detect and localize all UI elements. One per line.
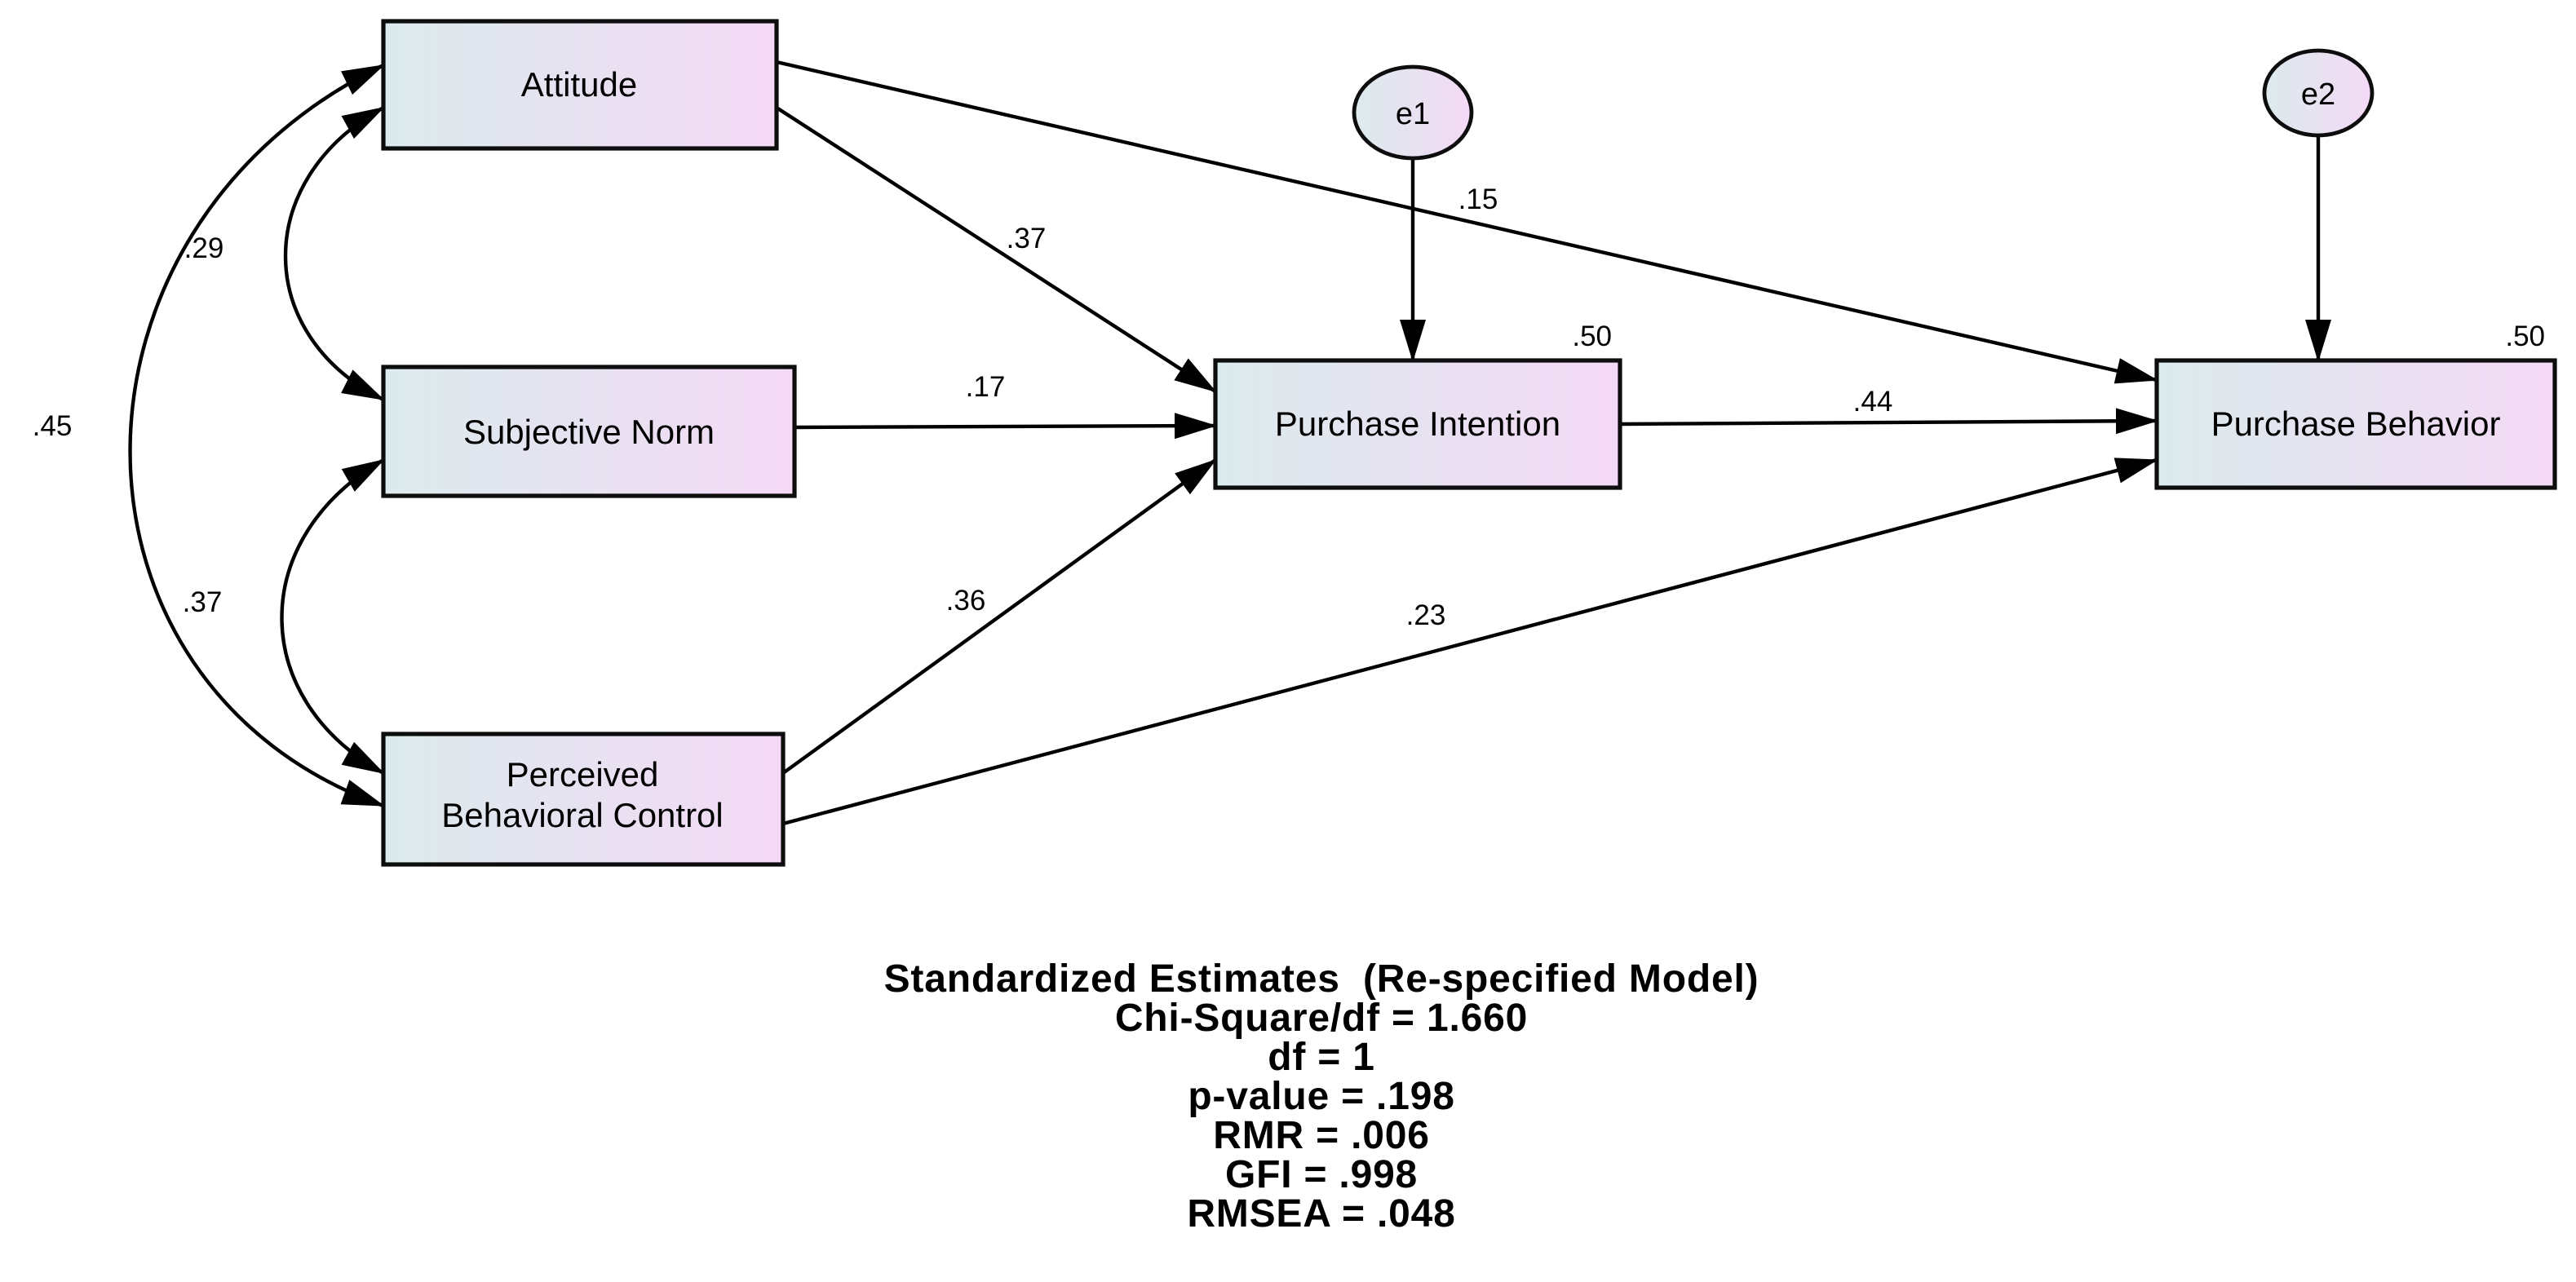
path-subjective-norm-to-purchase-intention (794, 413, 1217, 440)
subjective-norm-label: Subjective Norm (463, 413, 715, 451)
subjective-norm-node: Subjective Norm (381, 365, 797, 498)
stats-rmr: RMR = .006 (1213, 1114, 1429, 1157)
path-attitude-to-purchase-behavior (776, 60, 2158, 384)
cov-attitude-subjective-norm: .29 (184, 232, 224, 264)
purchase-behavior-label: Purchase Behavior (2211, 404, 2501, 443)
coef-attitude-purchase-intention: .37 (1007, 223, 1047, 254)
coef-purchase-intention-purchase-behavior: .44 (1853, 386, 1893, 418)
cov-attitude-pbc: .45 (33, 410, 73, 442)
e1-label: e1 (1396, 97, 1430, 131)
perceived-behavioral-control-label-line2: Behavioral Control (441, 796, 724, 834)
e2-label: e2 (2301, 77, 2335, 112)
e1-ellipse (1352, 64, 1474, 161)
purchase-behavior-r-squared: .50 (2505, 320, 2545, 352)
purchase-intention-node: Purchase Intention .50 (1213, 320, 1622, 490)
error-term-e2: e2 (2262, 48, 2375, 138)
purchase-behavior-node: Purchase Behavior .50 (2154, 320, 2557, 490)
purchase-behavior-box (2154, 358, 2557, 490)
stats-gfi: GFI = .998 (1225, 1153, 1418, 1196)
purchase-intention-box (1213, 358, 1622, 490)
e2-ellipse (2262, 48, 2375, 138)
path-purchase-intention-to-purchase-behavior (1619, 408, 2158, 435)
stats-p-value: p-value = .198 (1188, 1075, 1454, 1118)
perceived-behavioral-control-box (381, 732, 786, 867)
attitude-box (381, 19, 779, 151)
purchase-intention-r-squared: .50 (1572, 320, 1612, 352)
error-term-e1: e1 (1352, 64, 1474, 161)
coef-subjective-norm-purchase-intention: .17 (966, 371, 1006, 403)
coef-attitude-purchase-behavior: .15 (1458, 183, 1498, 215)
perceived-behavioral-control-node: Perceived Behavioral Control (381, 732, 786, 867)
coef-pbc-purchase-intention: .36 (946, 585, 986, 617)
path-attitude-to-purchase-intention (775, 106, 1217, 393)
stats-df: df = 1 (1268, 1036, 1375, 1079)
fit-statistics: Standardized Estimates (Re-specified Mod… (884, 957, 1759, 1236)
covariance-attitude-pbc (128, 64, 385, 808)
path-pbc-to-purchase-behavior (782, 458, 2158, 826)
stats-title: Standardized Estimates (Re-specified Mod… (884, 957, 1759, 1001)
attitude-label: Attitude (521, 65, 637, 104)
covariance-attitude-subjective-norm (283, 106, 385, 401)
stats-rmsea: RMSEA = .048 (1187, 1192, 1455, 1236)
path-pbc-to-purchase-intention (781, 458, 1217, 775)
purchase-intention-label: Purchase Intention (1275, 404, 1560, 443)
cov-subjective-norm-pbc: .37 (183, 586, 223, 618)
subjective-norm-box (381, 365, 797, 498)
covariance-subjective-norm-pbc (280, 458, 385, 775)
stats-chi-square: Chi-Square/df = 1.660 (1115, 997, 1528, 1040)
perceived-behavioral-control-label-line1: Perceived (507, 755, 659, 794)
coef-pbc-purchase-behavior: .23 (1406, 599, 1446, 631)
attitude-node: Attitude (381, 19, 779, 151)
